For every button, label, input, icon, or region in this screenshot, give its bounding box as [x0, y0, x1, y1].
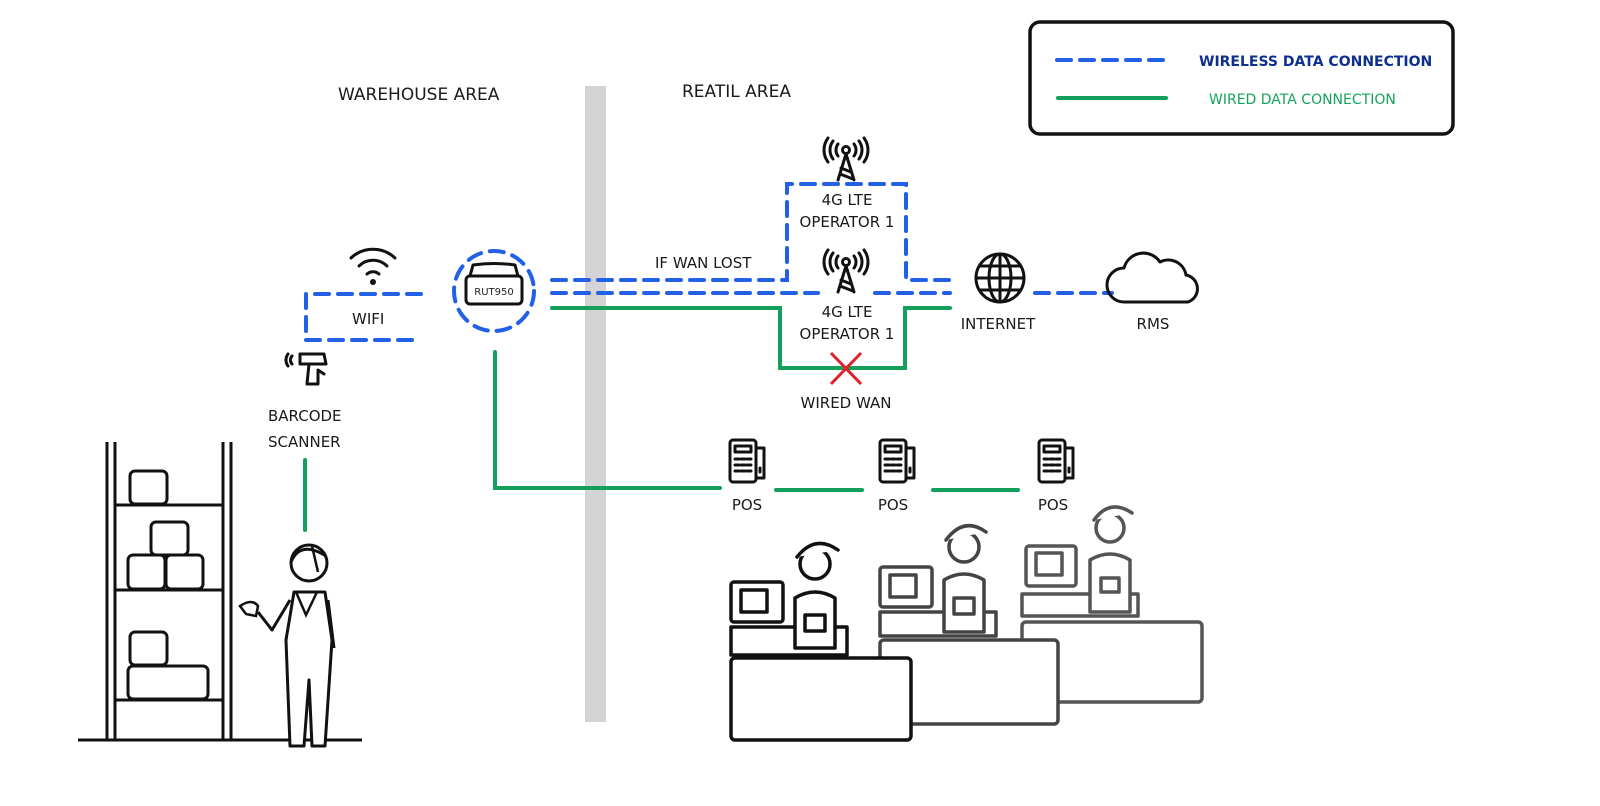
router-node[interactable]: RUT950 — [452, 249, 536, 333]
router-wireless-ring — [452, 249, 536, 333]
internet-label: INTERNET — [961, 315, 1036, 333]
globe-icon — [974, 252, 1026, 304]
cashier-station-1 — [729, 541, 913, 742]
lte-top-route — [550, 182, 952, 282]
area-divider — [585, 86, 606, 722]
cell-tower-icon-top — [822, 136, 870, 182]
wired-wan-label: WIRED WAN — [801, 394, 892, 412]
warehouse-area-label: WAREHOUSE AREA — [338, 85, 500, 105]
cashier-station-3 — [1020, 505, 1204, 704]
barcode-scanner-icon — [284, 352, 328, 386]
router-pos-connection — [493, 350, 722, 490]
legend-wired-label: WIRED DATA CONNECTION — [1209, 92, 1396, 108]
router-icon — [464, 262, 524, 306]
cloud-icon — [1105, 251, 1199, 304]
pos-terminal-icon — [728, 438, 766, 484]
wan-failure-icon — [829, 351, 863, 386]
router-model-label: RUT950 — [474, 287, 513, 298]
legend: WIRELESS DATA CONNECTION WIRED DATA CONN… — [1028, 20, 1455, 136]
lte-top-label-line1: 4G LTE — [822, 191, 873, 209]
pos-terminal-icon — [878, 438, 916, 484]
if-wan-lost-label: IF WAN LOST — [655, 254, 752, 272]
legend-box — [1028, 20, 1455, 136]
warehouse-shelf-illustration — [78, 442, 362, 742]
lte-top-label-line2: OPERATOR 1 — [800, 213, 895, 231]
pos-label-3: POS — [1038, 496, 1068, 514]
pos-terminal-3[interactable] — [1037, 438, 1075, 484]
wifi-label: WIFI — [352, 310, 384, 328]
barcode-scanner-label-line2: SCANNER — [268, 433, 341, 451]
warehouse-worker-illustration — [238, 543, 336, 748]
lte-bottom-label-line2: OPERATOR 1 — [800, 325, 895, 343]
wired-wan-route — [550, 306, 952, 370]
pos-label-2: POS — [878, 496, 908, 514]
pos-label-1: POS — [732, 496, 762, 514]
legend-wireless-label: WIRELESS DATA CONNECTION — [1199, 54, 1432, 70]
pos-terminal-2[interactable] — [878, 438, 916, 484]
retail-area-label: REATIL AREA — [682, 82, 791, 102]
pos-terminal-1[interactable] — [728, 438, 766, 484]
wifi-icon — [349, 247, 397, 285]
wifi-connection — [304, 292, 423, 342]
rms-label: RMS — [1137, 315, 1170, 333]
pos-terminal-icon — [1037, 438, 1075, 484]
cashier-station-2 — [878, 523, 1060, 726]
cell-tower-icon-bottom — [822, 248, 870, 294]
barcode-scanner-label-line1: BARCODE — [268, 407, 342, 425]
lte-bottom-label-line1: 4G LTE — [822, 303, 873, 321]
